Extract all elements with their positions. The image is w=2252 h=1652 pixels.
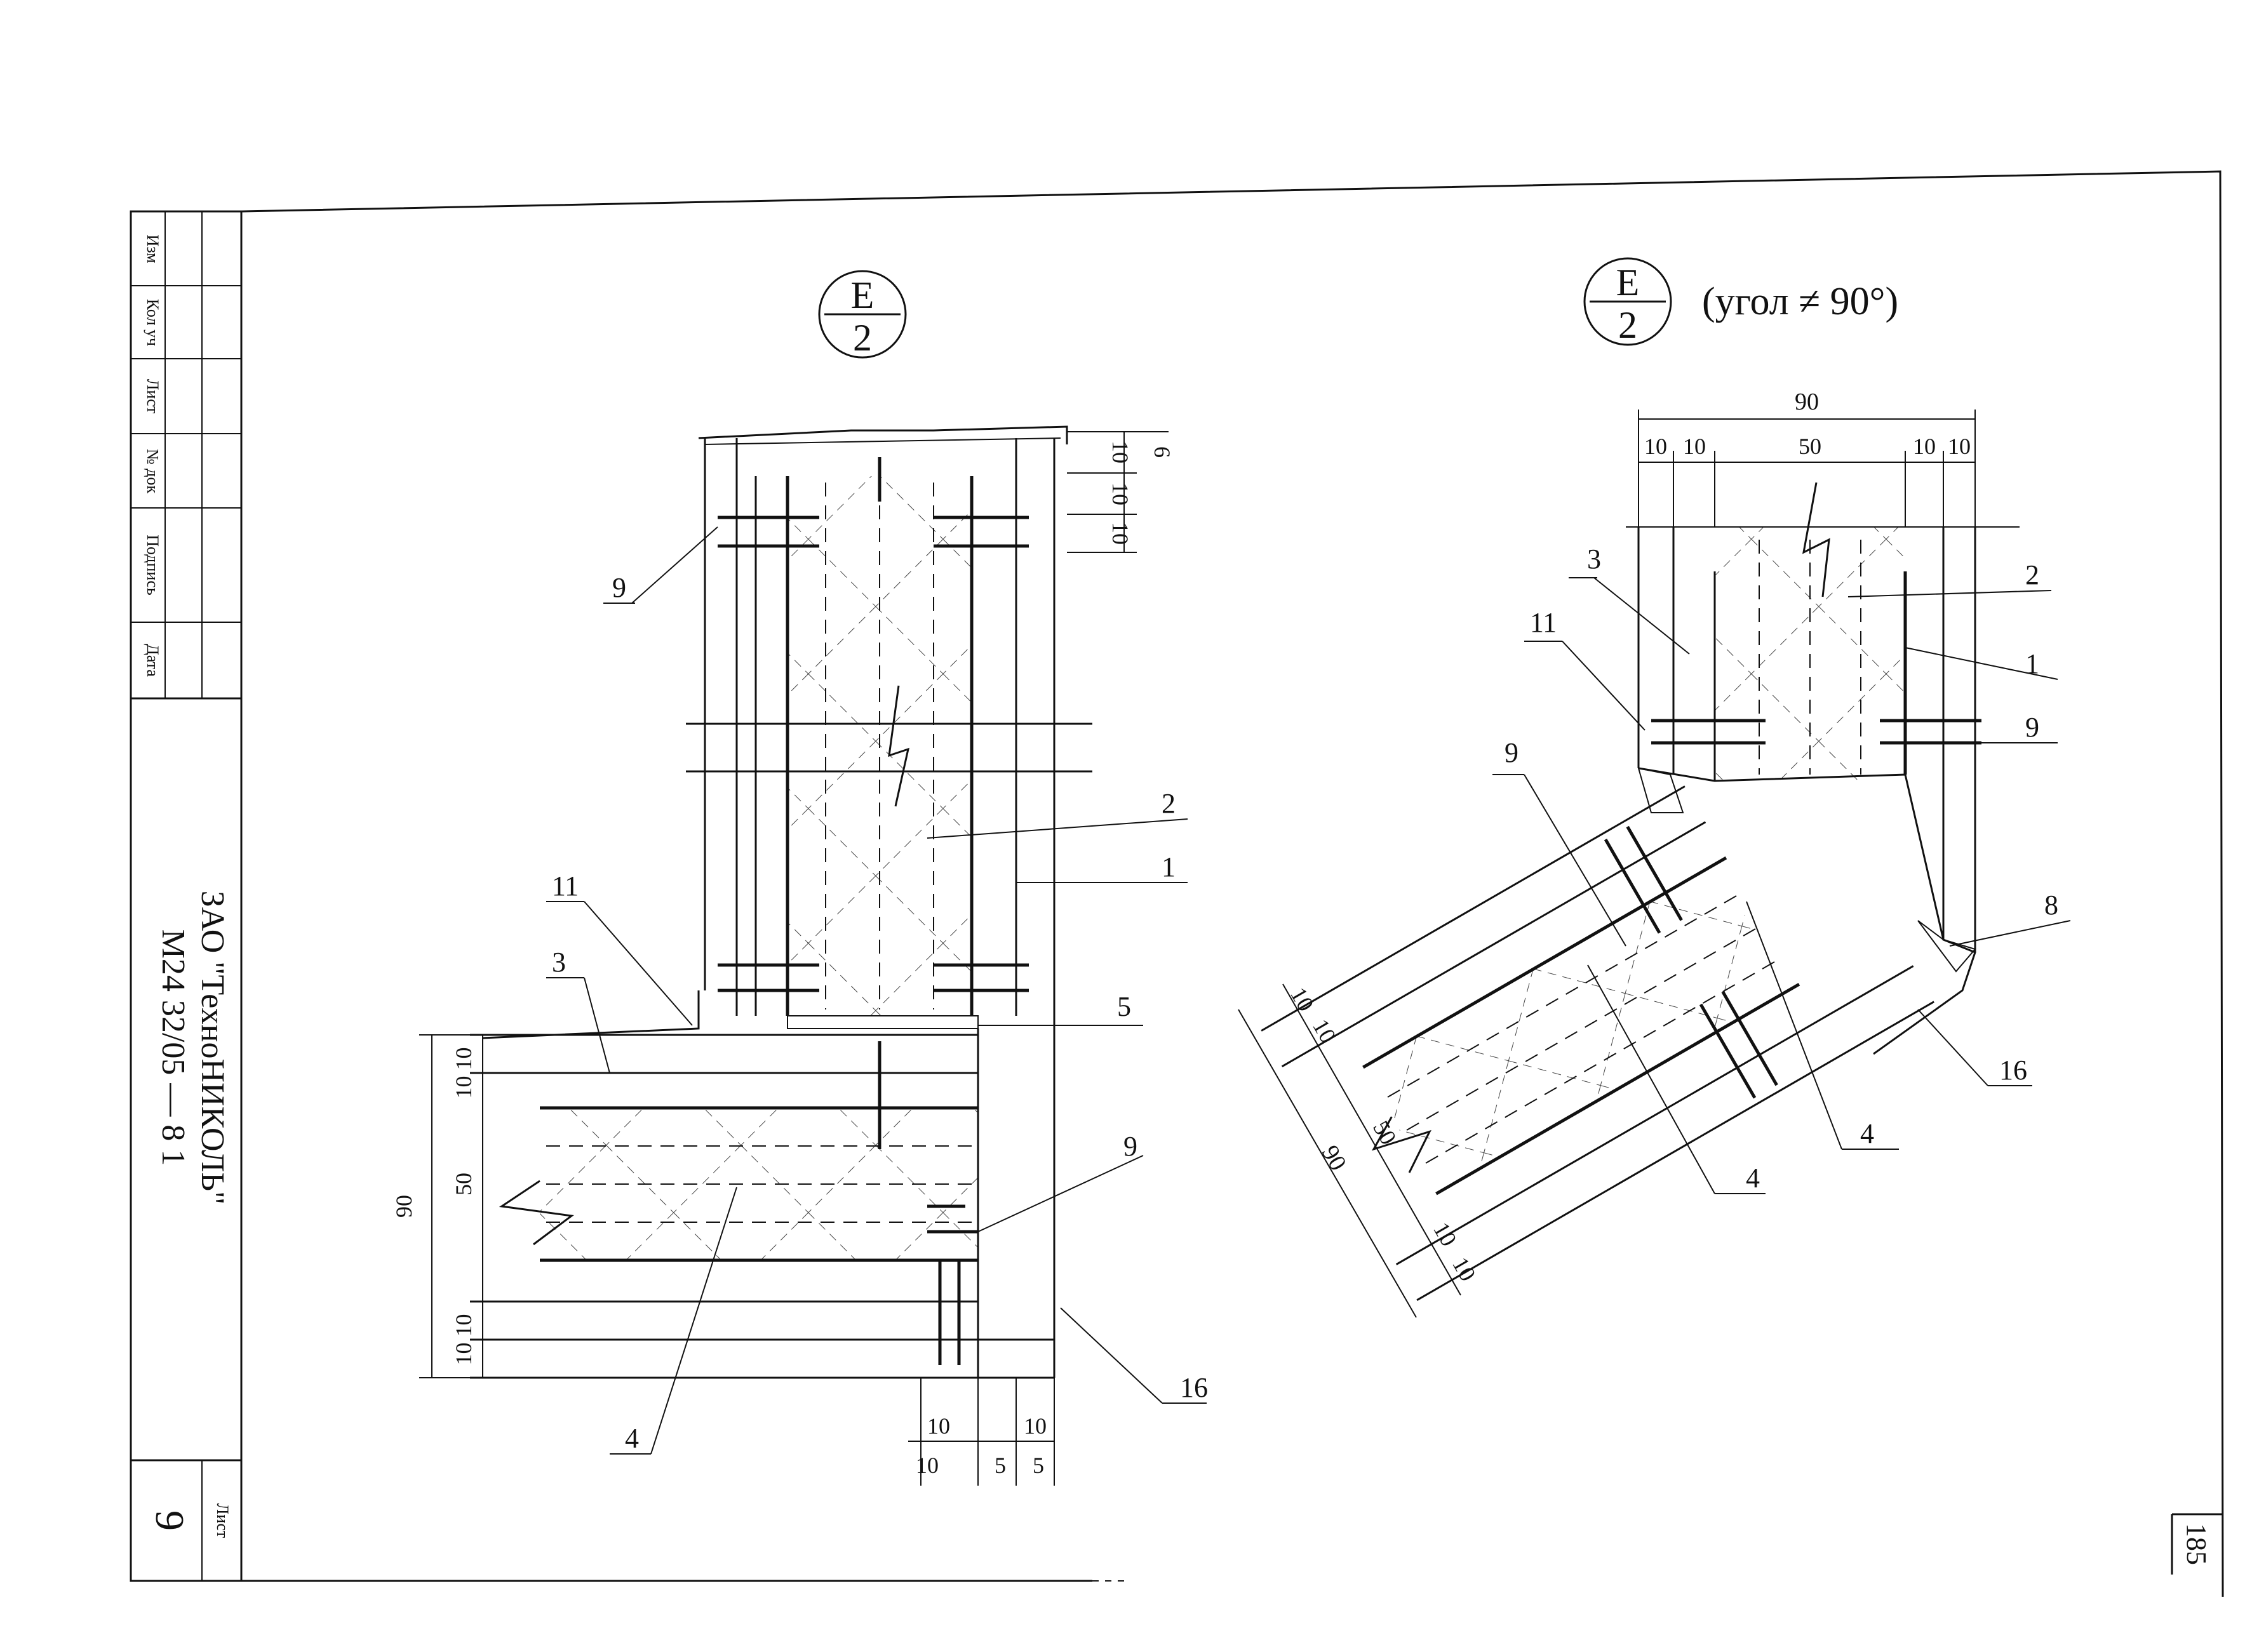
left-dim-top-10a: 10 <box>1108 441 1133 463</box>
left-dim-bottom-10a: 10 <box>927 1413 950 1439</box>
stamp-sheet-label: Лист <box>213 1503 232 1538</box>
section-marker-left: Е 2 <box>818 270 907 359</box>
right-dim-top-total: 90 <box>1795 389 1819 415</box>
right-callout-9-right: 9 <box>2025 712 2039 743</box>
stamp-row-podpis: Подпись <box>144 535 162 596</box>
right-dim-top-10a: 10 <box>1644 434 1667 459</box>
left-callout-4: 4 <box>625 1423 639 1454</box>
stamp-row-kol-uch: Кол уч <box>144 299 162 346</box>
left-dim-bottom-5a: 5 <box>995 1453 1006 1478</box>
left-callout-1: 1 <box>1162 851 1176 883</box>
right-angled-panel <box>1261 785 1934 1302</box>
right-callout-2: 2 <box>2025 559 2039 590</box>
right-callout-4-right: 4 <box>1860 1118 1874 1149</box>
right-callouts: 3 2 11 1 9 9 8 16 4 4 <box>1492 543 2071 1194</box>
left-callout-9-bottom: 9 <box>1123 1131 1137 1162</box>
left-dim-top-10b: 10 <box>1108 483 1133 505</box>
stamp-code: М24 32/05 — 8 1 <box>155 929 191 1166</box>
left-dim-bottom-5b: 5 <box>1033 1453 1044 1478</box>
right-dim-diag-total: 90 <box>1317 1141 1351 1175</box>
left-dim-top-6: 6 <box>1149 446 1175 458</box>
title-stamp: Изм Кол уч Лист № док Подпись Дата ЗАО "… <box>130 210 243 1582</box>
stamp-row-doc-no: № док <box>144 449 162 494</box>
right-callout-4-left: 4 <box>1746 1162 1760 1194</box>
angle-note: (угол ≠ 90°) <box>1702 280 1898 323</box>
left-callout-2: 2 <box>1162 788 1176 819</box>
left-dim-top-10c: 10 <box>1108 522 1133 545</box>
left-dimensions: 6 10 10 10 90 10 10 50 10 10 10 10 10 5 … <box>391 431 1175 1486</box>
stamp-sheet-number: 9 <box>147 1510 192 1531</box>
horizontal-wall-panel <box>470 990 1054 1379</box>
right-dim-top-10d: 10 <box>1948 434 1971 459</box>
left-callout-16: 16 <box>1180 1372 1208 1403</box>
left-dim-total-90: 90 <box>391 1195 417 1218</box>
right-dim-diag-10a: 10 <box>1285 983 1319 1015</box>
stamp-row-izm: Изм <box>144 234 162 263</box>
stamp-row-list: Лист <box>144 379 162 413</box>
right-dim-top-50: 50 <box>1799 434 1821 459</box>
marker-left-top: Е <box>851 274 875 316</box>
right-vertical-panel <box>1626 482 2020 952</box>
left-callout-3: 3 <box>552 947 566 978</box>
left-detail: Е 2 <box>391 270 1208 1486</box>
left-dim-10-10-top: 10 10 <box>451 1048 476 1099</box>
right-callout-11: 11 <box>1530 607 1557 638</box>
right-callout-8: 8 <box>2044 889 2058 921</box>
right-callout-1: 1 <box>2025 648 2039 679</box>
right-dim-top-10b: 10 <box>1683 434 1706 459</box>
right-callout-9-left: 9 <box>1505 737 1518 768</box>
stamp-row-data: Дата <box>144 644 162 677</box>
section-marker-right: Е 2 <box>1583 257 1672 346</box>
marker-right-top: Е <box>1616 262 1640 303</box>
page-number: 185 <box>2181 1523 2212 1565</box>
left-callout-11: 11 <box>552 870 579 902</box>
vertical-wall-panel <box>686 425 1092 1378</box>
left-dim-50: 50 <box>451 1173 476 1196</box>
left-callouts: 9 2 1 11 3 5 9 4 16 <box>546 526 1208 1455</box>
marker-right-bottom: 2 <box>1618 304 1637 346</box>
right-dim-diag-10b: 10 <box>1308 1015 1341 1047</box>
left-callout-5: 5 <box>1117 991 1131 1022</box>
page-number-box: 185 <box>2171 1513 2223 1575</box>
marker-left-bottom: 2 <box>853 317 872 359</box>
right-dim-top-10c: 10 <box>1913 434 1936 459</box>
stamp-company: ЗАО "ТехноНИКОЛЬ" <box>194 891 231 1205</box>
left-dim-bottom-10c: 10 <box>916 1453 939 1478</box>
right-detail: Е 2 (угол ≠ 90°) <box>1238 257 2071 1318</box>
left-callout-9-top: 9 <box>612 572 626 603</box>
left-dim-10-10-bottom: 10 10 <box>451 1314 476 1366</box>
right-callout-16: 16 <box>1999 1055 2027 1086</box>
right-callout-3: 3 <box>1587 543 1601 575</box>
left-dim-bottom-10b: 10 <box>1024 1413 1047 1439</box>
sheet-frame <box>131 170 2224 1597</box>
right-dim-diag-10c: 10 <box>1428 1218 1462 1250</box>
